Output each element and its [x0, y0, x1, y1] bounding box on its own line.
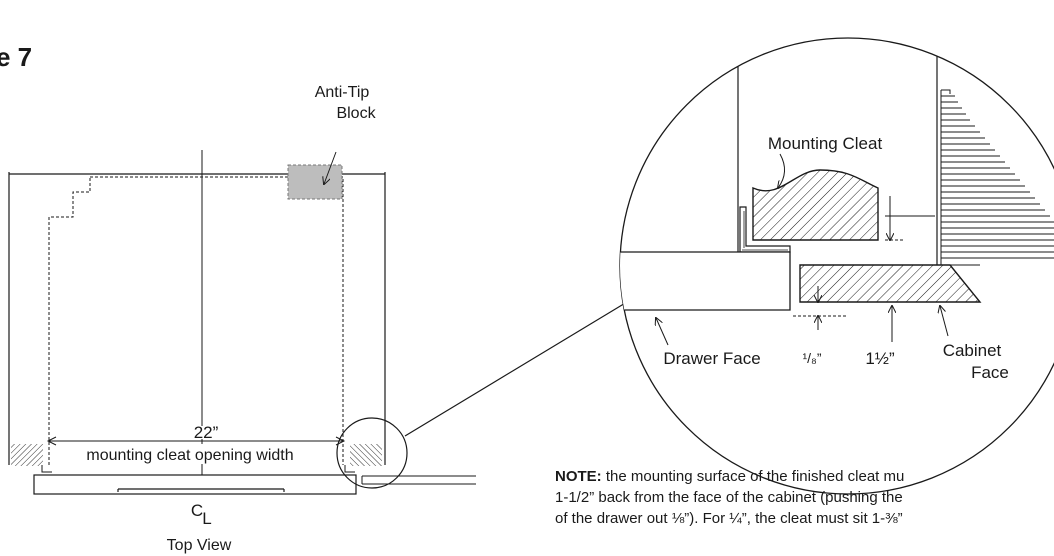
cabinet-wall-hatch	[940, 89, 1054, 266]
note-line-3: of the drawer out ⅛”). For ¼”, the cleat…	[555, 510, 903, 527]
top-view-drawer-face	[33, 474, 357, 495]
anti-tip-label-line1: Anti-Tip	[315, 84, 370, 101]
drawer-face-label: Drawer Face	[663, 349, 760, 368]
one-and-half-label: 1½”	[865, 349, 895, 368]
anti-tip-label-line2: Block	[336, 105, 376, 122]
cabinet-face-leader	[940, 306, 949, 337]
width-dimension-value: 22”	[194, 423, 219, 442]
detail-drawer-face	[620, 251, 791, 311]
detail-callout-circle	[336, 417, 408, 489]
detail-connector-line	[404, 301, 628, 437]
figure-title: e 7	[0, 42, 32, 72]
centerline-symbol-c: C	[191, 501, 203, 520]
left-side-cleat	[11, 444, 43, 466]
counter-edge	[361, 475, 476, 485]
right-side-cleat	[350, 444, 382, 466]
note-bold-prefix: NOTE:	[555, 468, 602, 485]
mounting-cleat-label: Mounting Cleat	[768, 134, 883, 153]
cabinet-label-line2: Face	[971, 363, 1009, 382]
installation-note: NOTE: the mounting surface of the finish…	[555, 466, 1054, 529]
anti-tip-leader	[324, 151, 337, 184]
width-dimension-caption: mounting cleat opening width	[86, 447, 293, 464]
detail-view: Mounting Cleat Drawer Face ¹/₈” 1½” Cabi…	[619, 37, 1054, 495]
note-line-2: 1-1/2” back from the face of the cabinet…	[555, 489, 903, 506]
top-view	[8, 150, 628, 495]
top-view-label: Top View	[167, 537, 232, 554]
drawer-dashed-outline	[48, 176, 344, 465]
drawer-face-leader	[656, 318, 669, 346]
cabinet-label-line1: Cabinet	[943, 341, 1002, 360]
anti-tip-block	[287, 164, 343, 200]
cabinet-face-strip	[799, 264, 982, 303]
eighth-inch-label: ¹/₈”	[802, 350, 821, 366]
mounting-cleat-leader	[778, 153, 785, 188]
centerline-symbol-l: L	[202, 509, 211, 528]
note-line-1: the mounting surface of the finished cle…	[601, 468, 905, 485]
